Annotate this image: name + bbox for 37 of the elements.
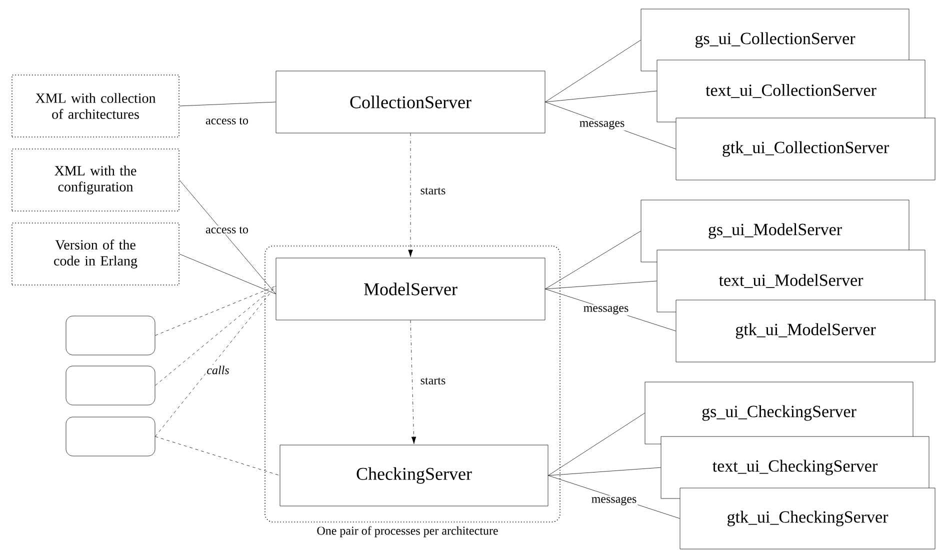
edge-label: starts <box>419 376 447 386</box>
edge-label: messages <box>582 304 630 316</box>
connector <box>179 180 276 294</box>
arrow <box>408 133 413 258</box>
connector <box>548 412 645 476</box>
connector <box>548 467 661 476</box>
tool-box <box>66 366 156 406</box>
edge-label: starts <box>419 186 447 196</box>
document-box: Version of the code in Erlang <box>12 222 180 286</box>
edge-label: messages <box>578 120 626 130</box>
connector <box>179 102 276 106</box>
dashed-connector <box>155 286 276 336</box>
arrow <box>410 320 416 444</box>
document-box: XML with the configuration <box>12 148 180 212</box>
interface-box: gtk_ui_CheckingServer <box>680 488 936 550</box>
tool-box <box>66 316 156 356</box>
edge-label: access to <box>204 226 250 234</box>
dashed-connector <box>155 286 276 386</box>
connector <box>545 230 641 290</box>
interface-box: text_ui_CollectionServer <box>656 60 926 122</box>
process-box: ModelServer <box>276 258 546 320</box>
dashed-connector <box>155 436 280 476</box>
edge-label: access to <box>204 116 250 126</box>
connector <box>545 90 657 102</box>
connector <box>545 280 657 290</box>
process-box: CheckingServer <box>280 444 548 506</box>
edge-label: messages <box>590 496 638 506</box>
tool-box <box>66 416 156 456</box>
document-box: XML with collection of architectures <box>12 74 180 138</box>
interface-box: gtk_ui_CollectionServer <box>676 118 936 180</box>
process-box: CollectionServer <box>276 70 546 134</box>
group-caption: One pair of processes per architecture <box>317 526 498 538</box>
edge-label: calls <box>206 364 230 376</box>
dashed-connector <box>155 286 276 437</box>
connector <box>545 40 641 102</box>
interface-box: gtk_ui_ModelServer <box>676 300 936 362</box>
connector <box>179 254 276 294</box>
